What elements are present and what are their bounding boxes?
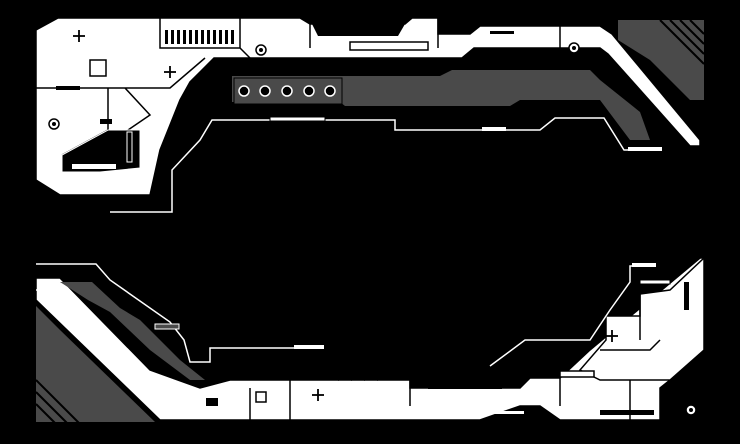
bottom-diagonal-band [35, 257, 705, 421]
top-panel-main [35, 17, 701, 196]
indicator-light [281, 85, 293, 97]
arrow-left-icon [343, 371, 352, 381]
indicator-lights [238, 85, 336, 97]
top-circuit-traces [110, 117, 660, 213]
recess-bar [126, 131, 133, 163]
top-right-wedge [618, 20, 704, 100]
top-frame [35, 17, 705, 213]
trace-node [639, 279, 671, 285]
trace-node [269, 116, 326, 122]
trace-node [632, 263, 656, 267]
indicator-light [238, 85, 250, 97]
trace-node [294, 345, 324, 349]
target-circle-icon [48, 118, 60, 130]
bottom-gray-rail [60, 282, 205, 380]
target-circle-icon [685, 404, 697, 416]
square-box [255, 391, 267, 403]
panel-dash [516, 50, 550, 53]
bottom-circuit-traces [36, 263, 656, 383]
square-box [89, 59, 107, 77]
indicator-strip [233, 77, 343, 105]
trace-node [490, 411, 524, 414]
trace-node [628, 147, 662, 151]
target-circle-icon [255, 44, 267, 56]
bottom-frame [35, 256, 705, 425]
top-left-recess [61, 129, 141, 173]
bottom-right-panel [578, 256, 705, 381]
trace-node [482, 127, 506, 131]
arrow-left-icon [330, 371, 339, 381]
indicator-light [259, 85, 271, 97]
target-circle-icon [568, 42, 580, 54]
panel-slot [660, 396, 674, 400]
arrow-indicators [330, 371, 378, 381]
bottom-left-gray [36, 306, 155, 422]
vertical-bar [684, 282, 689, 310]
arrow-left-icon [356, 371, 365, 381]
bottom-panel-seams [249, 294, 661, 420]
panel-slot [559, 370, 595, 378]
recess-slot [72, 164, 116, 169]
crosshair-plus-icon [164, 66, 176, 78]
panel-slot [206, 398, 218, 406]
top-notch [312, 24, 405, 36]
panel-slot [600, 410, 654, 415]
panel-dash [100, 119, 112, 124]
panel-dash [56, 86, 80, 90]
crosshair-plus-icon [606, 330, 618, 342]
arrow-left-icon [369, 371, 378, 381]
top-right-hatch [659, 19, 705, 65]
crosshair-plus-icon [312, 389, 324, 401]
bottom-left-hatch [35, 379, 81, 425]
panel-slot [428, 384, 502, 389]
indicator-light [324, 85, 336, 97]
crosshair-plus-icon [73, 30, 85, 42]
trace-node [154, 323, 180, 330]
top-vent-slits [165, 30, 234, 44]
panel-dash [490, 31, 514, 34]
top-slot [349, 41, 429, 51]
indicator-light [303, 85, 315, 97]
